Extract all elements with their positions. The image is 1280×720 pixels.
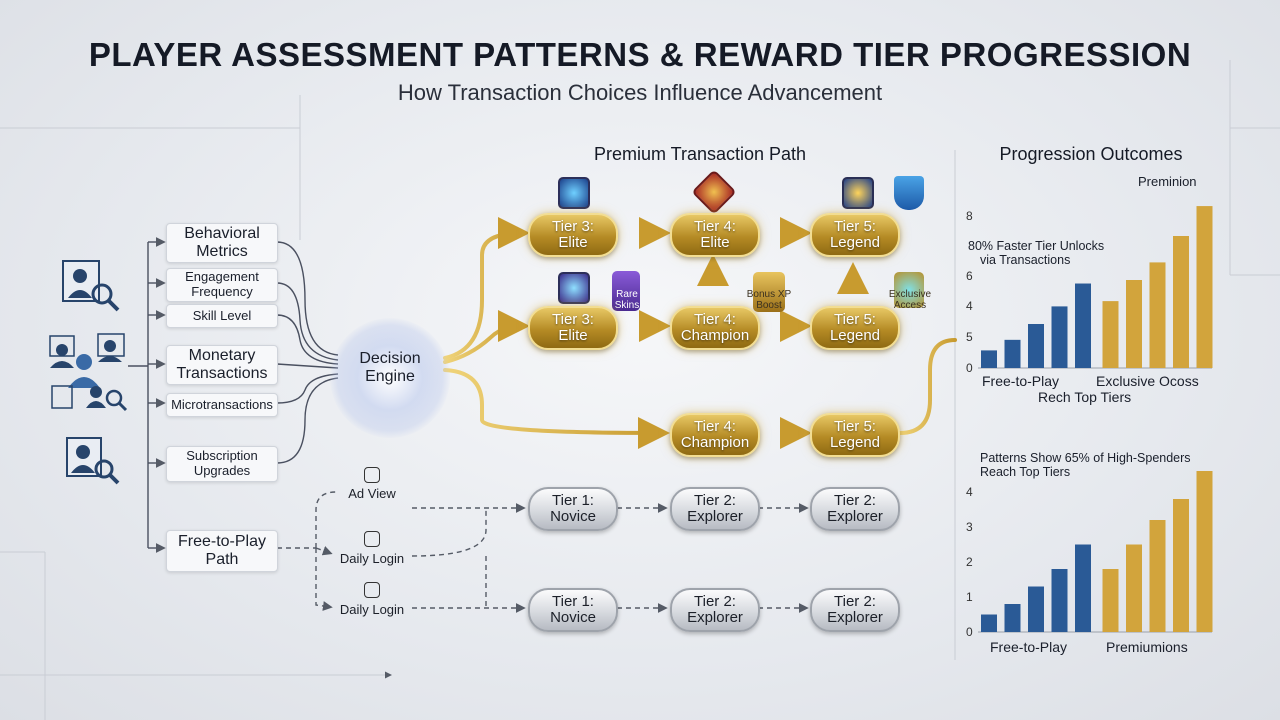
daily-login-label: Daily Login <box>339 551 405 566</box>
tier-pill: Tier 5:Legend <box>810 306 900 350</box>
tier-pill: Tier 2:Explorer <box>810 588 900 632</box>
outcomes-title: Progression Outcomes <box>999 144 1183 164</box>
crown-badge-icon <box>842 177 874 209</box>
person-search-icon <box>66 437 120 485</box>
tier-pill: Tier 4:Elite <box>670 213 760 257</box>
chart2-tick: 1 <box>966 590 973 604</box>
monetary-transactions-box: Monetary Transactions <box>166 345 278 385</box>
tier-pill: Tier 5:Legend <box>810 413 900 457</box>
tier-pill: Tier 5:Legend <box>810 213 900 257</box>
chart2-gold-bar <box>1102 569 1119 632</box>
chart2-xlabel-left: Free-to-Play <box>990 639 1068 655</box>
rare-skins-label: Rare Skins <box>614 289 640 311</box>
legend-shield-icon <box>894 176 924 210</box>
chart2-gold-bar <box>1126 544 1142 632</box>
microtransactions-box: Microtransactions <box>166 393 278 417</box>
chart1-gold-bar <box>1126 280 1142 368</box>
chart1-xlabel-right: Exclusive Ocoss <box>1096 373 1199 389</box>
chart2-xlabel-right: Premiumions <box>1106 639 1188 655</box>
chart1-blue-bar <box>1075 283 1091 368</box>
chart2-gold-bar <box>1149 520 1166 632</box>
tier-pill: Tier 2:Explorer <box>670 588 760 632</box>
chart1-annotation: 80% Faster Tier Unlocks <box>968 239 1105 253</box>
chart1-tick: 8 <box>966 209 973 223</box>
chart1-blue-bar <box>981 350 997 368</box>
chart2-annotation: Patterns Show 65% of High-Spenders <box>980 451 1191 465</box>
daily-login-label: Daily Login <box>339 602 405 617</box>
chart2-tick: 2 <box>966 555 973 569</box>
premium-path-title: Premium Transaction Path <box>593 144 807 164</box>
chart2-tick: 4 <box>966 485 973 499</box>
daily-login-icon <box>364 582 380 598</box>
tier-pill: Tier 2:Explorer <box>670 487 760 531</box>
chart2-tick: 0 <box>966 625 973 639</box>
chart2-tick: 3 <box>966 520 973 534</box>
chart2-gold-bar <box>1196 471 1213 632</box>
page-subtitle: How Transaction Choices Influence Advanc… <box>397 80 883 105</box>
daily-login-icon <box>364 531 380 547</box>
skill-level-box: Skill Level <box>166 304 278 328</box>
engagement-frequency-box: Engagement Frequency <box>166 268 278 302</box>
chart1-xlabel-left: Free-to-Play <box>982 373 1060 389</box>
chart1-tick: 5 <box>966 330 973 344</box>
bonus-xp-label: Bonus XP Boost <box>746 289 792 311</box>
tier-pill: Tier 4:Champion <box>670 413 760 457</box>
chart2-blue-bar <box>1028 586 1044 632</box>
chart1-annotation: via Transactions <box>980 253 1071 267</box>
tier-pill: Tier 1:Novice <box>528 588 618 632</box>
chart1-gold-bar <box>1149 262 1166 368</box>
chart1-gold-bar <box>1173 236 1189 368</box>
ad-view-icon <box>364 467 380 483</box>
tier-pill: Tier 1:Novice <box>528 487 618 531</box>
chart1-bars <box>981 206 1213 368</box>
chart2-blue-bar <box>1051 569 1068 632</box>
tier-pill: Tier 3:Elite <box>528 306 618 350</box>
chart2-blue-bar <box>981 614 997 632</box>
chart1-gold-bar <box>1196 206 1213 368</box>
person-search-icon <box>62 260 120 312</box>
subscription-upgrades-box: Subscription Upgrades <box>166 446 278 482</box>
tier-pill: Tier 4:Champion <box>670 306 760 350</box>
chart2-annotation: Reach Top Tiers <box>980 465 1071 479</box>
chart2-blue-bar <box>1004 604 1021 632</box>
chart1-corner-label: Preminion <box>1138 174 1197 189</box>
chart2-blue-bar <box>1075 544 1091 632</box>
chart1-blue-bar <box>1004 339 1021 368</box>
chart1-blue-bar <box>1051 306 1068 368</box>
chart1-caption: Rech Top Tiers <box>1038 389 1132 405</box>
chart1-blue-bar <box>1028 324 1044 368</box>
group-analytics-icon <box>49 333 128 412</box>
chart2-gold-bar <box>1173 499 1189 632</box>
tier-pill: Tier 3:Elite <box>528 213 618 257</box>
tier-pill: Tier 2:Explorer <box>810 487 900 531</box>
rare-skins-icon <box>612 271 640 311</box>
behavioral-metrics-box: Behavioral Metrics <box>166 223 278 263</box>
ad-view-label: Ad View <box>348 486 396 501</box>
page-title: PLAYER ASSESSMENT PATTERNS & REWARD TIER… <box>88 36 1192 73</box>
decision-engine-label: Decision Engine <box>359 350 421 385</box>
exclusive-access-icon <box>894 272 924 308</box>
chart2-bars <box>981 471 1213 632</box>
chart1-tick: 6 <box>966 269 973 283</box>
chart1-tick: 0 <box>966 361 973 375</box>
decision-engine-glow <box>330 318 450 438</box>
bonus-xp-icon <box>753 272 785 312</box>
chart1-gold-bar <box>1102 301 1119 368</box>
free-to-play-path-box: Free-to-Play Path <box>166 530 278 572</box>
shield-badge-icon <box>558 177 590 209</box>
exclusive-access-label: Exclusive Access <box>888 289 932 311</box>
chart1-tick: 4 <box>966 299 973 313</box>
elite-badge-icon <box>558 272 590 304</box>
